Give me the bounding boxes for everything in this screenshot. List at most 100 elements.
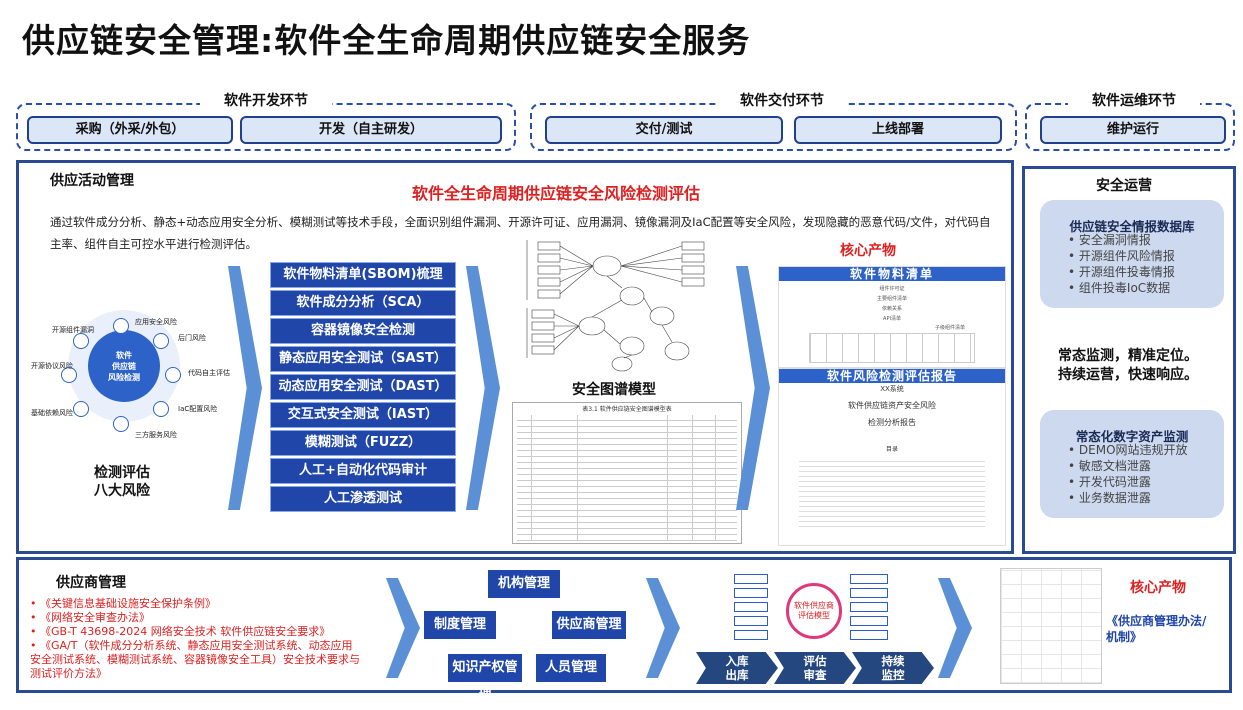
activity-description: 通过软件成分分析、静态+动态应用安全分析、模糊测试等技术手段，全面识别组件漏洞、… — [50, 215, 991, 251]
law-item: • 《GB-T 43698-2024 网络安全技术 软件供应链安全要求》 — [30, 625, 331, 638]
sbom-doc-title: 软件物料清单 — [779, 267, 1005, 281]
monitor-item: • 业务数据泄露 — [1068, 491, 1151, 505]
step-fuzz[interactable]: 模糊测试（FUZZ） — [270, 430, 456, 456]
stage-eval-text: 评估 审查 — [803, 654, 827, 682]
flowchart-doc-image — [1000, 568, 1102, 684]
ops-panel — [1022, 166, 1236, 554]
risk-circle-center-text: 软件 供应链 风险检测 — [108, 350, 140, 382]
risk-report-doc-toc — [799, 457, 985, 527]
intel-item: • 开源组件投毒情报 — [1068, 265, 1175, 279]
ops-slogan-1: 常态监测，精准定位。 — [1058, 348, 1198, 364]
step-container[interactable]: 容器镜像安全检测 — [270, 318, 456, 344]
risk-circle-label-1: 检测评估 — [94, 465, 150, 481]
graph-table-grid — [517, 415, 737, 541]
page-title: 供应链安全管理:软件全生命周期供应链安全服务 — [22, 21, 751, 60]
phase-btn-deploy[interactable]: 上线部署 — [794, 116, 1002, 144]
graph-label: 安全图谱模型 — [572, 382, 656, 398]
sbom-doc-line-5: 子级组件清单 — [934, 325, 965, 331]
risk-label-5: 三方服务风险 — [135, 431, 177, 439]
supplier-core-output-label: 核心产物 — [1130, 580, 1186, 596]
ops-heading: 安全运营 — [1096, 178, 1152, 194]
step-audit[interactable]: 人工+自动化代码审计 — [270, 458, 456, 484]
monitor-item: • 敏感文档泄露 — [1068, 459, 1151, 473]
law-item: • 《网络安全审查办法》 — [30, 611, 150, 624]
law-item-text: 《GA/T（软件成分分析系统、静态应用安全测试系统、动态应用安全测试系统、模糊测… — [30, 639, 360, 680]
monitor-title: 常态化数字资产监测 — [1075, 429, 1189, 444]
monitor-item-text: 开发代码泄露 — [1078, 475, 1151, 489]
activity-heading: 供应活动管理 — [50, 173, 134, 189]
risk-node-8 — [73, 333, 89, 349]
step-iast[interactable]: 交互式安全测试（IAST） — [270, 402, 456, 428]
law-item-text: 《GB-T 43698-2024 网络安全技术 软件供应链安全要求》 — [40, 625, 331, 638]
graph-table-image: 表3.1 软件供应链安全图谱模型表 — [512, 402, 742, 544]
phase-btn-procure[interactable]: 采购（外采/外包） — [27, 116, 233, 144]
phase-btn-delivery[interactable]: 交付/测试 — [545, 116, 783, 144]
risk-label-7: 开源协议风险 — [31, 362, 73, 370]
step-sast[interactable]: 静态应用安全测试（SAST） — [270, 346, 456, 372]
monitor-item-text: 敏感文档泄露 — [1078, 459, 1151, 473]
intel-item: • 组件投毒IoC数据 — [1068, 281, 1171, 295]
risk-node-5 — [113, 416, 129, 432]
intel-item-text: 开源组件投毒情报 — [1078, 265, 1175, 279]
risk-report-doc-line-1: XX系统 — [880, 385, 904, 393]
intel-item-text: 组件投毒IoC数据 — [1078, 281, 1171, 295]
model-input-box — [734, 588, 768, 598]
model-circle-text: 软件供应商 评估模型 — [794, 601, 834, 620]
model-output-box — [850, 602, 888, 612]
stage-chevron-monitor: 持续 监控 — [852, 652, 934, 684]
supplier-heading: 供应商管理 — [56, 575, 126, 591]
monitor-item-text: DEMO网站违规开放 — [1078, 443, 1188, 457]
activity-panel — [16, 160, 1014, 554]
step-pentest[interactable]: 人工渗透测试 — [270, 486, 456, 512]
supplier-panel — [16, 557, 1232, 693]
step-dast[interactable]: 动态应用安全测试（DAST） — [270, 374, 456, 400]
stage-chevron-inout: 入库 出库 — [696, 652, 778, 684]
risk-circle-center: 软件 供应链 风险检测 — [88, 330, 160, 402]
sbom-doc-line-1: 组件许可证 — [879, 286, 905, 292]
risk-label-8: 开源组件漏洞 — [52, 326, 94, 334]
phase-btn-maintain[interactable]: 维护运行 — [1040, 116, 1226, 144]
risk-report-doc-image: 软件风险检测评估报告 XX系统 软件供应链资产安全风险 检测分析报告 目录 — [778, 368, 1006, 546]
ops-slogan-2: 持续运营，快速响应。 — [1058, 367, 1198, 383]
phase-btn-develop[interactable]: 开发（自主研发） — [240, 116, 502, 144]
mgmt-policy[interactable]: 制度管理 — [424, 611, 496, 639]
mgmt-supplier[interactable]: 供应商管理 — [552, 611, 626, 639]
step-sbom[interactable]: 软件物料清单(SBOM)梳理 — [270, 262, 456, 288]
mgmt-personnel[interactable]: 人员管理 — [536, 654, 606, 682]
stage-monitor-text: 持续 监控 — [881, 654, 905, 682]
risk-node-6 — [73, 401, 89, 417]
intel-title: 供应链安全情报数据库 — [1069, 219, 1195, 234]
model-output-box — [850, 616, 888, 626]
risk-report-doc-line-2: 软件供应链资产安全风险 — [848, 401, 936, 410]
sbom-doc-line-2: 主要组件清单 — [876, 296, 907, 302]
risk-label-2: 后门风险 — [178, 334, 206, 342]
mgmt-org[interactable]: 机构管理 — [488, 570, 560, 598]
phase-dev-label: 软件开发环节 — [200, 90, 332, 110]
risk-node-3 — [165, 367, 181, 383]
monitor-item: • DEMO网站违规开放 — [1068, 443, 1188, 457]
graph-table-caption: 表3.1 软件供应链安全图谱模型表 — [582, 406, 672, 413]
step-sca[interactable]: 软件成分分析（SCA） — [270, 290, 456, 316]
risk-circle-label-2: 八大风险 — [94, 483, 150, 499]
law-item-text: 《网络安全审查办法》 — [40, 611, 150, 624]
sbom-doc-line-4: API清单 — [883, 316, 901, 322]
risk-node-7 — [61, 367, 77, 383]
intel-item: • 安全漏洞情报 — [1068, 233, 1151, 247]
stage-chevron-eval: 评估 审查 — [774, 652, 856, 684]
risk-label-3: 代码自主评估 — [188, 369, 230, 377]
intel-item: • 开源组件风险情报 — [1068, 249, 1175, 263]
mgmt-ip[interactable]: 知识产权管理 — [448, 654, 522, 703]
model-output-box — [850, 630, 888, 640]
risk-report-doc-line-3: 检测分析报告 — [868, 418, 916, 427]
model-output-box — [850, 588, 888, 598]
intel-item-text: 安全漏洞情报 — [1078, 233, 1151, 247]
security-graph-image — [526, 240, 705, 372]
supplier-output-doc: 《供应商管理办法/ 机制》 — [1106, 614, 1207, 644]
risk-node-4 — [153, 401, 169, 417]
risk-report-doc-title: 软件风险检测评估报告 — [779, 369, 1005, 383]
model-output-box — [850, 574, 888, 584]
law-item: • 《关键信息基础设施安全保护条例》 — [30, 597, 216, 610]
activity-subtitle: 软件全生命周期供应链安全风险检测评估 — [412, 184, 701, 203]
sbom-doc-line-3: 依赖关系 — [881, 306, 902, 312]
risk-node-2 — [153, 333, 169, 349]
